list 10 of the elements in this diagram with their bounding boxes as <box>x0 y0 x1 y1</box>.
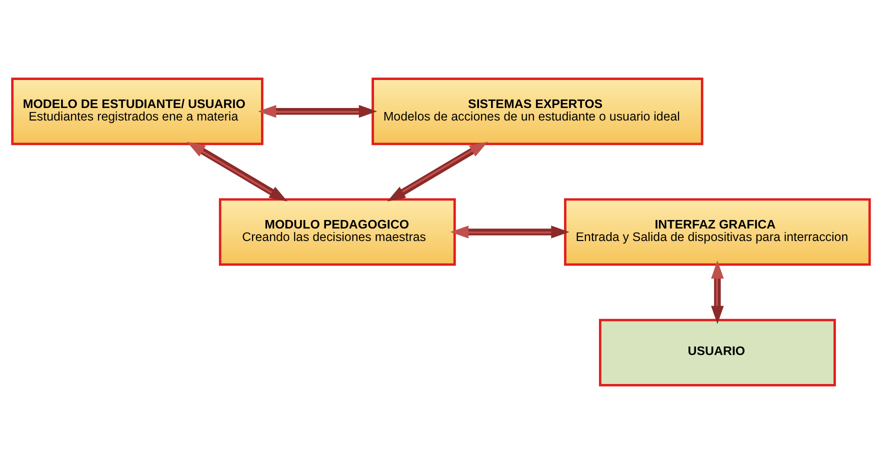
node-box: USUARIO <box>598 318 836 386</box>
node-box: SISTEMAS EXPERTOS Modelos de acciones de un estudiante o usuario ideal <box>372 77 704 145</box>
node-box: MODELO DE ESTUDIANTE/ USUARIO Estudiantes registrados ene a materia <box>11 77 264 145</box>
arrow <box>450 225 570 238</box>
arrow <box>387 141 488 201</box>
arrow <box>258 104 378 118</box>
arrow <box>711 260 724 324</box>
node-box: MODULO PEDAGOGICO Creando las decisiones maestras <box>218 198 456 266</box>
arrow <box>186 141 288 201</box>
node-box: INTERFAZ GRAFICA Entrada y Salida de dispositivas para interraccion <box>564 198 871 266</box>
